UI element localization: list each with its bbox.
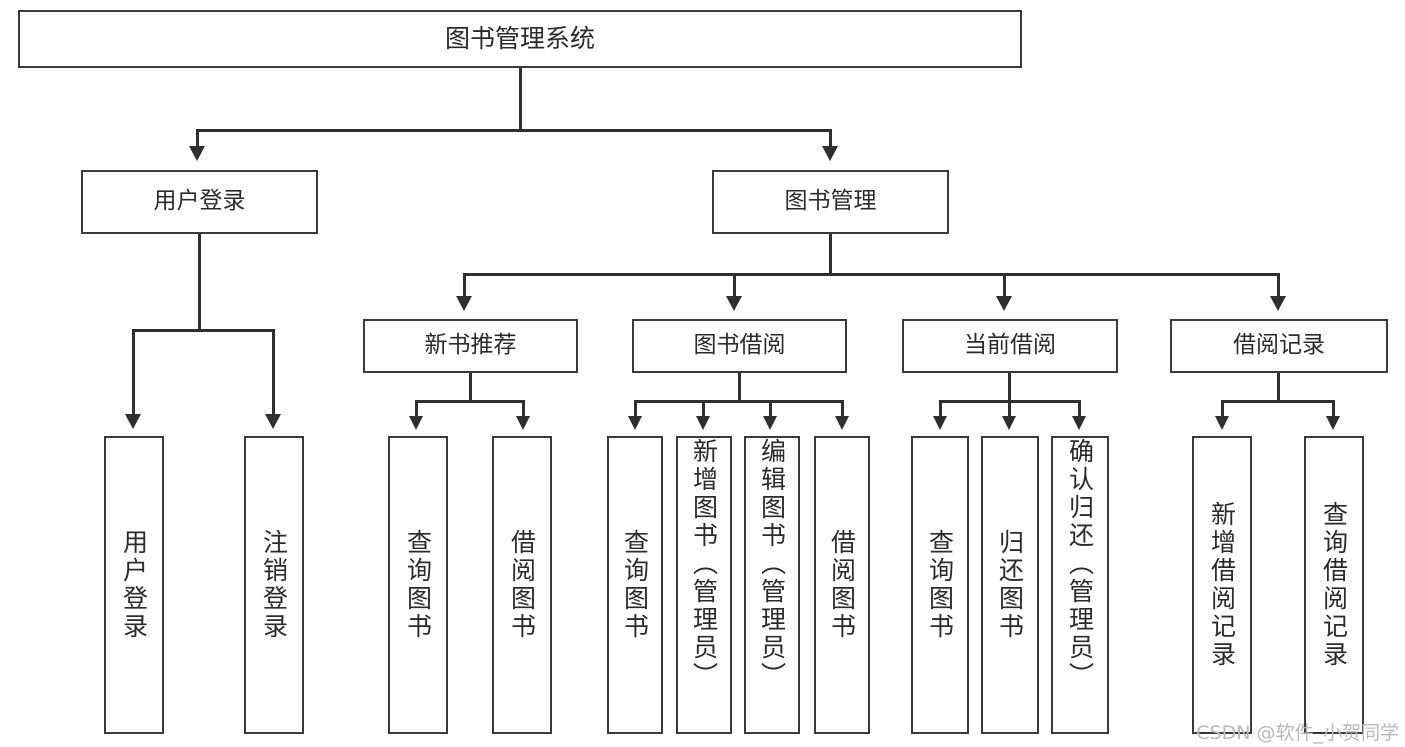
node-root-system[interactable]: 图书管理系统 xyxy=(18,10,1022,68)
connector-bookmgmt-bus xyxy=(464,273,1279,276)
arrowhead-currentborrow-leaf-3 xyxy=(1072,416,1086,430)
arrowhead-borrowrecord-leaf-2 xyxy=(1326,416,1340,430)
connector-bookborrow-stem xyxy=(738,373,741,401)
connector-bookmgmt-drop-1 xyxy=(463,273,466,297)
connector-currentborrow-drop-3 xyxy=(1078,400,1081,417)
node-user-login[interactable]: 用户登录 xyxy=(81,170,318,234)
connector-newbook-stem xyxy=(469,373,472,401)
node-label: 确认归还（管理员） xyxy=(1065,438,1095,690)
node-label: 用户登录 xyxy=(153,188,246,215)
arrowhead-user-login xyxy=(189,146,205,161)
leaf-borrow-book[interactable]: 借阅图书 xyxy=(814,436,870,734)
connector-bookmgmt-drop-2 xyxy=(733,273,736,297)
arrowhead-new-book xyxy=(456,296,472,311)
leaf-query-book-current[interactable]: 查询图书 xyxy=(911,436,969,734)
connector-newbook-drop-2 xyxy=(522,400,525,417)
connector-userlogin-drop-1 xyxy=(132,329,135,415)
node-label: 查询图书 xyxy=(620,529,650,641)
arrowhead-book-manage xyxy=(822,146,838,161)
connector-borrowrecord-bus xyxy=(1222,400,1334,403)
node-label: 查询图书 xyxy=(925,529,955,641)
leaf-user-login[interactable]: 用户登录 xyxy=(104,436,164,734)
leaf-confirm-return-admin[interactable]: 确认归还（管理员） xyxy=(1051,436,1109,734)
node-label: 当前借阅 xyxy=(964,332,1056,359)
connector-borrowrecord-stem xyxy=(1277,373,1280,401)
node-label: 图书管理 xyxy=(784,188,877,215)
connector-bookborrow-bus xyxy=(635,400,843,403)
arrowhead-currentborrow-leaf-2 xyxy=(1002,416,1016,430)
node-label: 注销登录 xyxy=(259,529,289,641)
arrowhead-currentborrow-leaf-1 xyxy=(933,416,947,430)
arrowhead-current-borrow xyxy=(996,296,1012,311)
node-label: 查询图书 xyxy=(403,529,433,641)
node-book-management[interactable]: 图书管理 xyxy=(712,170,949,234)
arrowhead-newbook-leaf-2 xyxy=(516,416,530,430)
node-label: 归还图书 xyxy=(995,529,1025,641)
arrowhead-leaf-user-login xyxy=(125,414,141,429)
connector-bookmgmt-drop-4 xyxy=(1277,273,1280,297)
connector-userlogin-stem xyxy=(198,234,201,330)
arrowhead-bookborrow-leaf-3 xyxy=(763,416,777,430)
arrowhead-book-borrow xyxy=(726,296,742,311)
connector-borrowrecord-drop-1 xyxy=(1221,400,1224,417)
arrowhead-leaf-logout xyxy=(265,414,281,429)
connector-root-stem xyxy=(519,68,522,130)
connector-currentborrow-drop-1 xyxy=(939,400,942,417)
arrowhead-borrowrecord-leaf-1 xyxy=(1215,416,1229,430)
node-label: 新书推荐 xyxy=(424,332,517,359)
connector-bookborrow-drop-2 xyxy=(702,400,705,417)
connector-userlogin-drop-2 xyxy=(272,329,275,415)
connector-newbook-drop-1 xyxy=(415,400,418,417)
csdn-watermark: CSDN @软件_小贺同学 xyxy=(1196,722,1399,744)
connector-newbook-bus xyxy=(416,400,524,403)
node-label: 编辑图书（管理员） xyxy=(757,438,787,690)
connector-root-drop-left xyxy=(196,129,199,147)
leaf-return-book[interactable]: 归还图书 xyxy=(981,436,1039,734)
leaf-edit-book-admin[interactable]: 编辑图书（管理员） xyxy=(744,436,800,734)
arrowhead-newbook-leaf-1 xyxy=(409,416,423,430)
arrowhead-bookborrow-leaf-1 xyxy=(628,416,642,430)
connector-bookborrow-drop-4 xyxy=(841,400,844,417)
leaf-add-borrow-record[interactable]: 新增借阅记录 xyxy=(1192,436,1252,734)
leaf-query-borrow-record[interactable]: 查询借阅记录 xyxy=(1304,436,1364,734)
connector-currentborrow-stem xyxy=(1008,373,1011,401)
node-label: 图书管理系统 xyxy=(444,24,595,54)
node-current-borrow[interactable]: 当前借阅 xyxy=(902,319,1118,373)
node-label: 借阅记录 xyxy=(1233,332,1325,359)
arrowhead-bookborrow-leaf-2 xyxy=(696,416,710,430)
node-label: 查询借阅记录 xyxy=(1319,501,1349,669)
node-book-borrow[interactable]: 图书借阅 xyxy=(632,319,847,373)
node-borrow-record[interactable]: 借阅记录 xyxy=(1170,319,1388,373)
leaf-borrow-book-recommend[interactable]: 借阅图书 xyxy=(492,436,552,734)
connector-bookborrow-drop-3 xyxy=(769,400,772,417)
connector-bookmgmt-drop-3 xyxy=(1003,273,1006,297)
node-label: 借阅图书 xyxy=(827,529,857,641)
connector-userlogin-bus xyxy=(133,329,274,332)
leaf-add-book-admin[interactable]: 新增图书（管理员） xyxy=(676,436,732,734)
connector-bookmgmt-stem xyxy=(829,234,832,274)
node-label: 图书借阅 xyxy=(693,332,786,359)
arrowhead-borrow-record xyxy=(1270,296,1286,311)
leaf-query-book-borrow[interactable]: 查询图书 xyxy=(607,436,663,734)
node-label: 借阅图书 xyxy=(507,529,537,641)
node-label: 用户登录 xyxy=(119,529,149,641)
node-label: 新增图书（管理员） xyxy=(689,438,719,690)
connector-currentborrow-drop-2 xyxy=(1008,400,1011,417)
connector-bookborrow-drop-1 xyxy=(634,400,637,417)
leaf-query-book-recommend[interactable]: 查询图书 xyxy=(388,436,448,734)
connector-borrowrecord-drop-2 xyxy=(1332,400,1335,417)
node-new-book-recommend[interactable]: 新书推荐 xyxy=(363,319,578,373)
connector-root-drop-right xyxy=(829,129,832,147)
connector-root-bus xyxy=(197,129,831,132)
leaf-logout[interactable]: 注销登录 xyxy=(244,436,304,734)
node-label: 新增借阅记录 xyxy=(1207,501,1237,669)
arrowhead-bookborrow-leaf-4 xyxy=(835,416,849,430)
